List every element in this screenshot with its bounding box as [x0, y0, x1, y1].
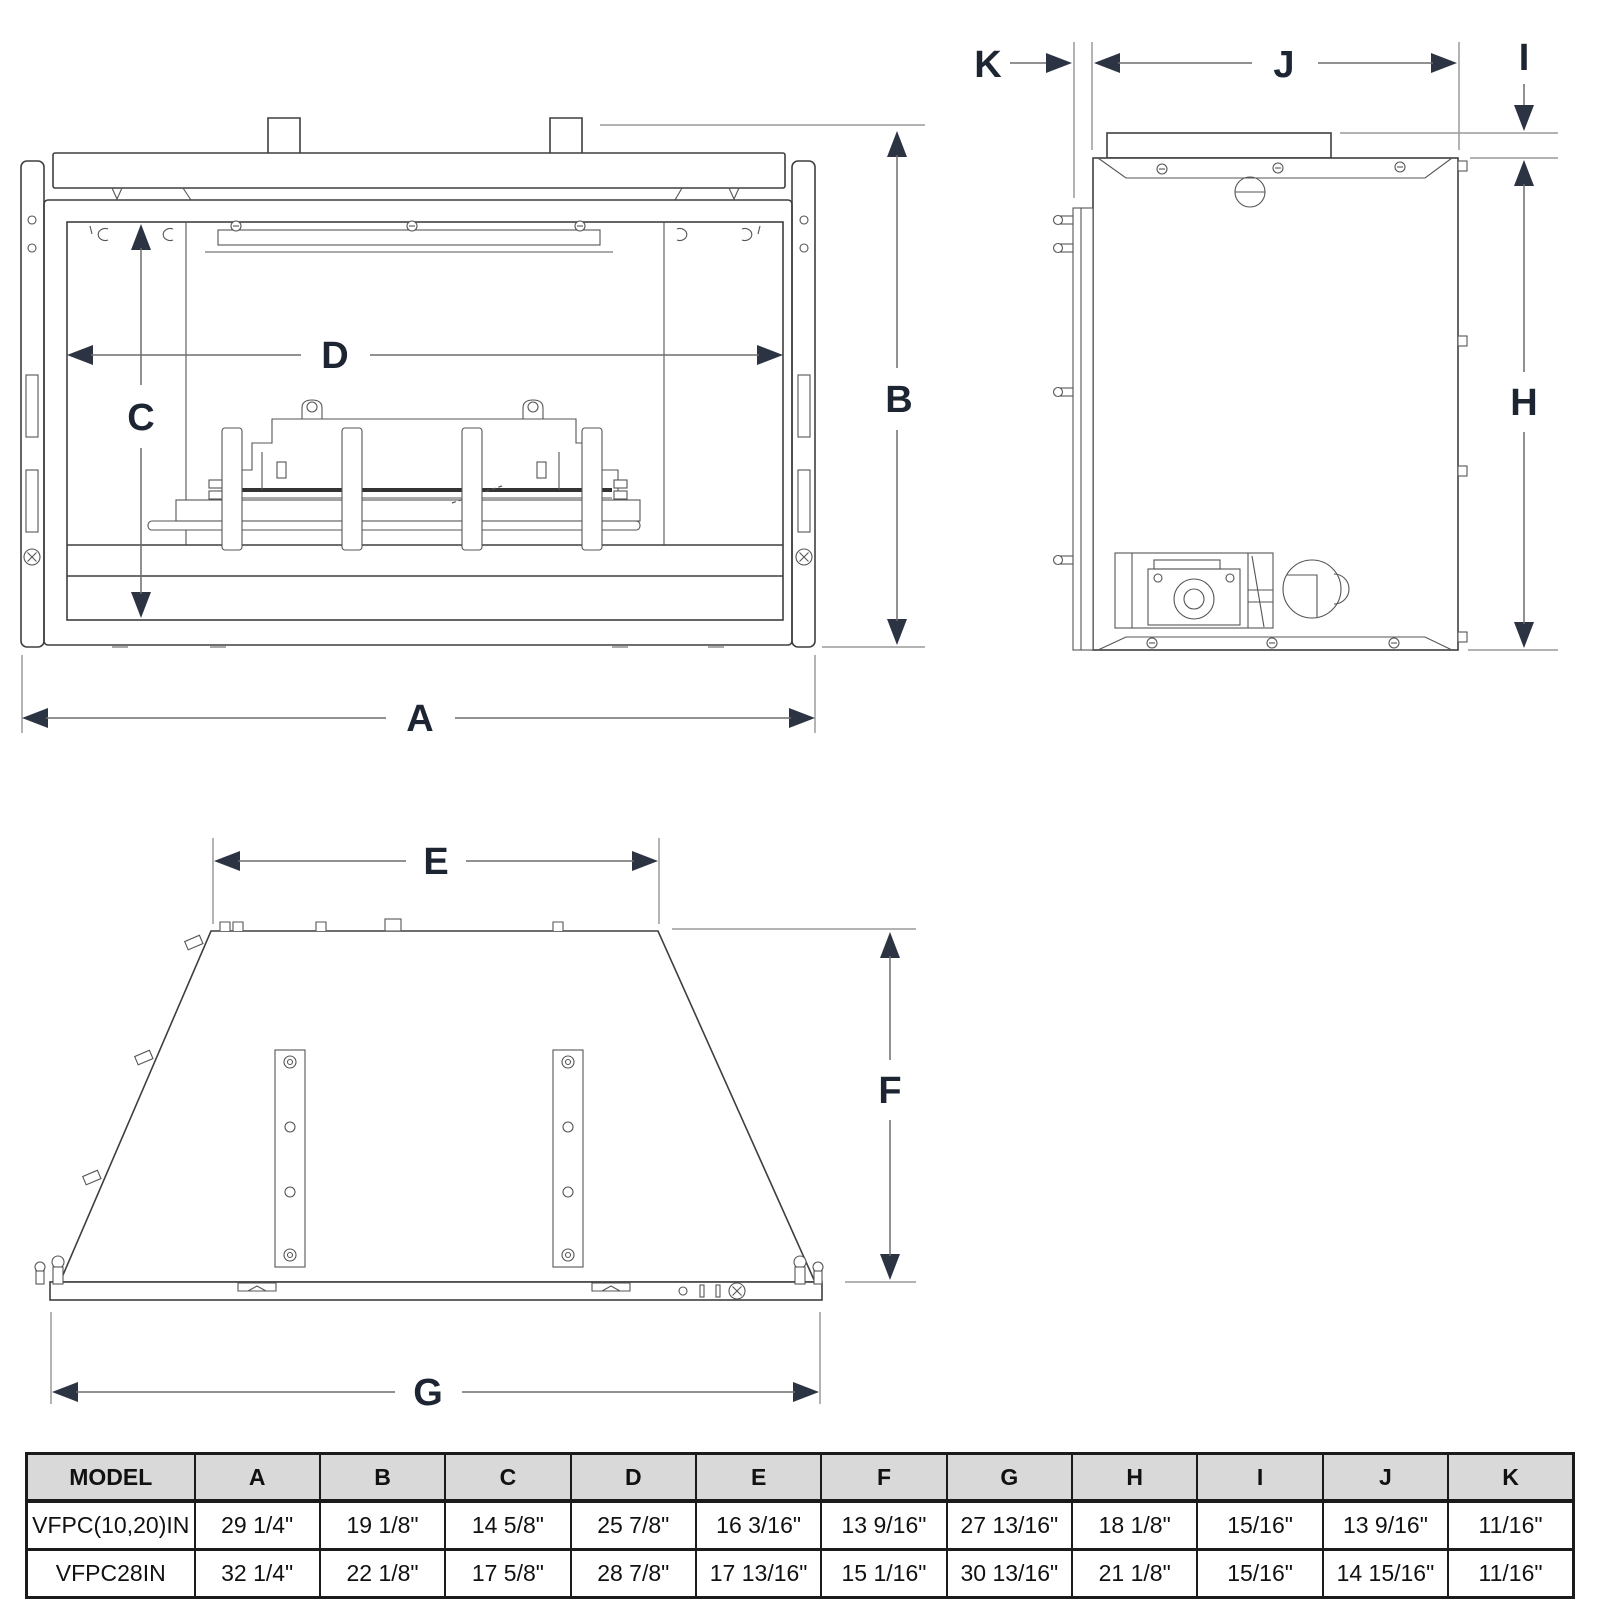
dim-value: 14 5/8" [444, 1499, 572, 1551]
table-row: VFPC(10,20)IN 29 1/4" 19 1/8" 14 5/8" 25… [25, 1499, 1575, 1551]
top-view: E F G [34, 838, 916, 1414]
col-header-model: MODEL [25, 1452, 196, 1503]
dim-value: 14 15/16" [1321, 1548, 1450, 1599]
dim-value: 30 13/16" [945, 1548, 1074, 1599]
hood-body [58, 930, 817, 1283]
dimension-table: MODEL A B C D E F G H I J K VFPC(10,20)I… [25, 1452, 1575, 1599]
table-row: VFPC28IN 32 1/4" 22 1/8" 17 5/8" 28 7/8"… [25, 1548, 1575, 1599]
dim-value: 16 3/16" [694, 1499, 823, 1551]
bottom-rail [49, 1281, 823, 1301]
chimney-stub-left [267, 117, 301, 153]
dim-J: J [1094, 42, 1460, 150]
dim-value: 17 5/8" [444, 1548, 572, 1599]
screw-icon [795, 548, 813, 566]
gas-line-knockout [1282, 559, 1350, 619]
table-header-row: MODEL A B C D E F G H I J K [25, 1452, 1575, 1503]
dim-label-k: K [974, 44, 1002, 86]
col-header-e: E [694, 1452, 823, 1503]
screw-icon [728, 1282, 746, 1300]
dim-value: 19 1/8" [318, 1499, 447, 1551]
model-name: VFPC(10,20)IN [25, 1499, 196, 1551]
dim-F: F [672, 928, 916, 1283]
dim-value: 15/16" [1196, 1548, 1324, 1599]
dim-label-b: B [885, 379, 912, 421]
dim-A: A [21, 655, 816, 740]
bolt-icon [1052, 214, 1074, 226]
col-header-a: A [193, 1452, 321, 1503]
dimension-table-section: MODEL A B C D E F G H I J K VFPC(10,20)I… [25, 1452, 1575, 1599]
dim-value: 22 1/8" [318, 1548, 447, 1599]
dim-C: C [127, 224, 155, 618]
dim-value: 15/16" [1196, 1499, 1324, 1551]
top-standoff-plate [1106, 132, 1332, 159]
gas-valve-assembly [1114, 552, 1274, 629]
dim-value: 15 1/16" [820, 1548, 948, 1599]
col-header-j: J [1321, 1452, 1450, 1503]
col-header-g: G [945, 1452, 1074, 1503]
left-trim [20, 160, 45, 648]
dim-value: 28 7/8" [569, 1548, 697, 1599]
hood [52, 152, 786, 189]
dim-label-c: C [127, 397, 154, 439]
dim-label-j: J [1273, 44, 1294, 86]
dim-D: D [67, 335, 783, 377]
dim-value: 27 13/16" [945, 1499, 1074, 1551]
col-header-h: H [1071, 1452, 1199, 1503]
dim-label-d: D [321, 335, 348, 377]
chimney-stub-right [549, 117, 583, 153]
dim-label-a: A [406, 698, 433, 740]
bolt-icon [1052, 242, 1074, 254]
bolt-icon [1052, 386, 1074, 398]
dim-value: 13 9/16" [1321, 1499, 1450, 1551]
col-header-c: C [444, 1452, 572, 1503]
dim-label-g: G [413, 1372, 443, 1414]
dim-G: G [50, 1312, 821, 1414]
dim-value: 21 1/8" [1071, 1548, 1199, 1599]
bolt-icon [1052, 554, 1074, 566]
firebox-opening [66, 221, 784, 621]
col-header-d: D [569, 1452, 697, 1503]
dim-label-i: I [1519, 37, 1530, 79]
burner-assembly [147, 399, 641, 551]
screw-icon [23, 548, 41, 566]
col-header-i: I [1196, 1452, 1324, 1503]
dim-value: 11/16" [1447, 1499, 1575, 1551]
col-header-f: F [820, 1452, 948, 1503]
dim-K: K [974, 42, 1093, 198]
dim-I: I [1340, 37, 1558, 159]
right-trim [791, 160, 816, 648]
top-baffle-bracket [217, 229, 601, 246]
dim-value: 17 13/16" [694, 1548, 823, 1599]
mounting-strip-right [552, 1049, 584, 1268]
front-flange [1072, 207, 1094, 651]
dim-value: 11/16" [1447, 1548, 1575, 1599]
dim-value: 13 9/16" [820, 1499, 948, 1551]
dim-H: H [1468, 160, 1558, 651]
model-name: VFPC28IN [25, 1548, 196, 1599]
dim-value: 25 7/8" [569, 1499, 697, 1551]
dim-B: B [600, 124, 925, 648]
dim-E: E [212, 838, 660, 924]
dim-label-h: H [1510, 382, 1537, 424]
front-frame [43, 199, 793, 646]
col-header-b: B [318, 1452, 447, 1503]
front-view: C D A B [20, 117, 925, 740]
dim-label-f: F [878, 1070, 901, 1112]
mounting-strip-left [274, 1049, 306, 1268]
dim-value: 29 1/4" [193, 1499, 321, 1551]
col-header-k: K [1447, 1452, 1575, 1503]
dimension-drawing: C D A B [20, 37, 1558, 1414]
side-view: K J I H [974, 37, 1558, 651]
dim-value: 18 1/8" [1071, 1499, 1199, 1551]
dim-value: 32 1/4" [193, 1548, 321, 1599]
dim-label-e: E [423, 841, 448, 883]
